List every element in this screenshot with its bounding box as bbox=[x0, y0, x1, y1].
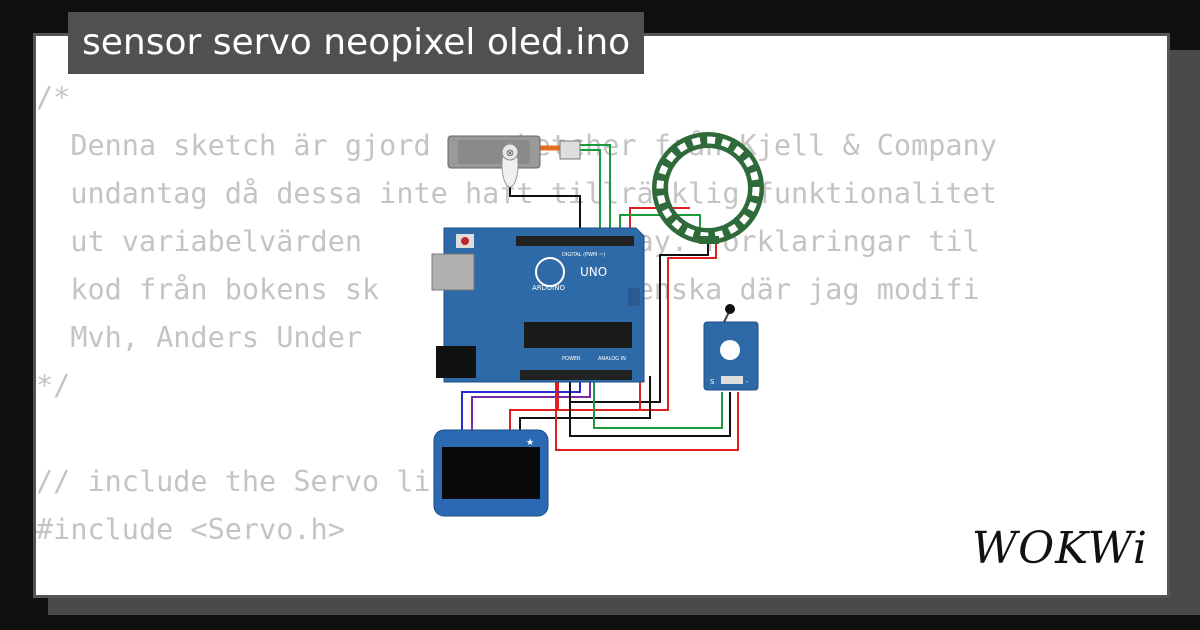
sensor-vcc-wire bbox=[555, 376, 739, 451]
code-line: Mvh, Anders Under bbox=[36, 321, 363, 354]
oled-screen bbox=[442, 447, 540, 499]
sensor-ground-wire bbox=[569, 376, 731, 437]
servo-horn-hub bbox=[501, 143, 519, 161]
analog-power-header bbox=[520, 370, 632, 380]
code-line: undantag då dessa inte haft tillräcklig … bbox=[36, 177, 997, 210]
oled-display: ★ bbox=[433, 429, 549, 517]
wires bbox=[461, 144, 739, 451]
usb-connector bbox=[431, 253, 475, 291]
power-label: POWER bbox=[562, 356, 581, 362]
oled-sda-wire bbox=[471, 376, 591, 433]
digital-header bbox=[516, 236, 634, 246]
arduino-uno-board: UNO ARDUINO DIGITAL (PWM ~) POWER ANALOG… bbox=[431, 227, 645, 383]
star-icon: ★ bbox=[526, 438, 534, 448]
sensor-pin-header bbox=[721, 376, 743, 384]
code-line: /* bbox=[36, 81, 71, 114]
ring-connector bbox=[699, 236, 719, 244]
servo-ground-wire bbox=[509, 185, 581, 237]
code-line: #include <Servo.h> bbox=[36, 513, 345, 546]
oled-gnd-wire bbox=[519, 376, 651, 433]
analog-label: ANALOG IN bbox=[598, 356, 626, 362]
sensor-module: S - bbox=[703, 304, 759, 391]
sensor-signal-pin-label: S bbox=[710, 378, 715, 386]
servo-body-inner bbox=[458, 140, 530, 164]
servo-connector bbox=[559, 140, 581, 160]
wokwi-logo: WOKWi bbox=[971, 523, 1148, 574]
file-title: sensor servo neopixel oled.ino bbox=[68, 12, 645, 74]
sensor-ground-pin-label: - bbox=[746, 378, 749, 386]
servo-signal-wire-2 bbox=[580, 149, 601, 237]
sensor-signal-wire bbox=[593, 376, 723, 429]
neopixel-ring bbox=[652, 132, 764, 244]
code-line: */ bbox=[36, 369, 71, 402]
board-brand: ARDUINO bbox=[532, 284, 565, 292]
power-jack bbox=[436, 346, 476, 378]
oled-vcc-wire bbox=[509, 376, 641, 433]
svg-text:⊗: ⊗ bbox=[506, 148, 514, 159]
sensor-mount-hole bbox=[720, 340, 740, 360]
ring-vcc-wire bbox=[557, 240, 717, 411]
servo-signal-wire bbox=[580, 144, 611, 237]
code-line: // include the Servo library bbox=[36, 465, 517, 498]
icsp-header bbox=[628, 288, 640, 306]
servo-motor: ⊗ bbox=[447, 135, 581, 188]
code-line: ut variabelvärden -display. Förklaringar… bbox=[70, 225, 980, 258]
digital-label: DIGITAL (PWM ~) bbox=[562, 252, 605, 258]
sensor-element bbox=[725, 304, 735, 314]
arduino-logo-icon bbox=[535, 257, 565, 287]
oled-scl-wire bbox=[461, 376, 581, 433]
atmega-chip bbox=[524, 322, 632, 348]
board-model: UNO bbox=[580, 265, 607, 279]
reset-button bbox=[461, 237, 469, 245]
